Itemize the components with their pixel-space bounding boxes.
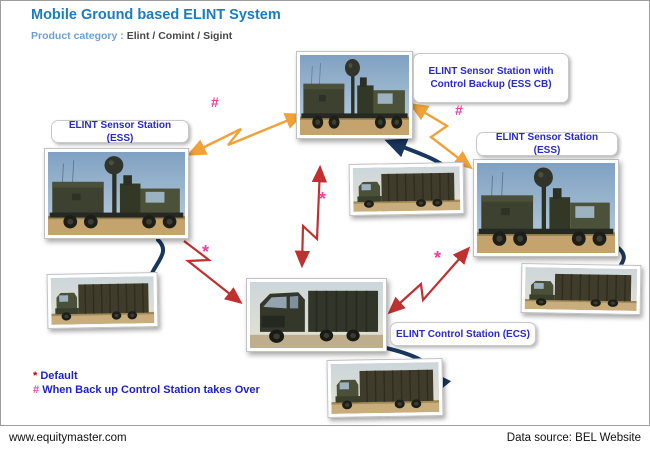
- ecs-photo: [246, 278, 387, 352]
- box-truck-image: [525, 267, 638, 311]
- radome-truck-image: [300, 55, 409, 135]
- default-link-ess-right-to-ecs: [387, 246, 471, 315]
- legend-backup-text: When Back up Control Station takes Over: [42, 384, 260, 396]
- diagram-panel: Mobile Ground based ELINT System Product…: [0, 0, 650, 426]
- product-category-line: Product category : Elint / Comint / Sigi…: [31, 30, 232, 42]
- box-truck-image: [353, 166, 461, 212]
- footer-site-url: www.equitymaster.com: [9, 431, 127, 444]
- default-marker-right: *: [434, 248, 442, 268]
- legend-backup-line: # When Back up Control Station takes Ove…: [33, 383, 260, 397]
- page-title: Mobile Ground based ELINT System: [31, 7, 281, 23]
- footer-data-source: Data source: BEL Website: [506, 431, 641, 444]
- legend-default-text: Default: [40, 370, 78, 382]
- backup-marker-left: #: [211, 94, 219, 110]
- radome-truck-image: [48, 152, 185, 235]
- product-category-label: Product category :: [31, 30, 124, 42]
- legend-backup-symbol: #: [33, 384, 40, 396]
- default-link-ess-left-to-ecs: [183, 240, 243, 305]
- legend-default-symbol: *: [33, 370, 38, 382]
- default-marker-left: *: [202, 242, 210, 262]
- product-category-value: Elint / Comint / Sigint: [126, 30, 233, 42]
- legend: * Default # When Back up Control Station…: [33, 369, 260, 397]
- ess-right-photo: [473, 159, 619, 257]
- legend-default-line: * Default: [33, 369, 260, 383]
- footer-bar: www.equitymaster.com Data source: BEL We…: [0, 426, 650, 449]
- default-marker-center: *: [319, 189, 327, 209]
- box-truck-image: [331, 362, 440, 414]
- shelter-truck-left-photo: [46, 272, 159, 329]
- ecs-truck-image: [250, 282, 383, 348]
- box-truck-image: [51, 276, 155, 325]
- backup-marker-right: #: [455, 102, 463, 118]
- ess-cb-label: ELINT Sensor Station with Control Backup…: [413, 53, 569, 103]
- ecs-label: ELINT Control Station (ECS): [390, 322, 536, 346]
- default-link-esscb-to-ecs: [294, 164, 328, 269]
- ess-left-label: ELINT Sensor Station (ESS): [51, 120, 189, 144]
- ess-left-photo: [44, 148, 189, 239]
- ess-cb-photo: [296, 51, 413, 139]
- shelter-truck-right-photo: [520, 262, 642, 316]
- shelter-truck-mid-photo: [348, 162, 465, 216]
- ess-right-label: ELINT Sensor Station (ESS): [476, 132, 618, 156]
- backup-link-ess-left-to-esscb: [186, 113, 305, 156]
- shelter-truck-bottom-photo: [326, 357, 444, 419]
- radome-truck-image: [477, 163, 615, 253]
